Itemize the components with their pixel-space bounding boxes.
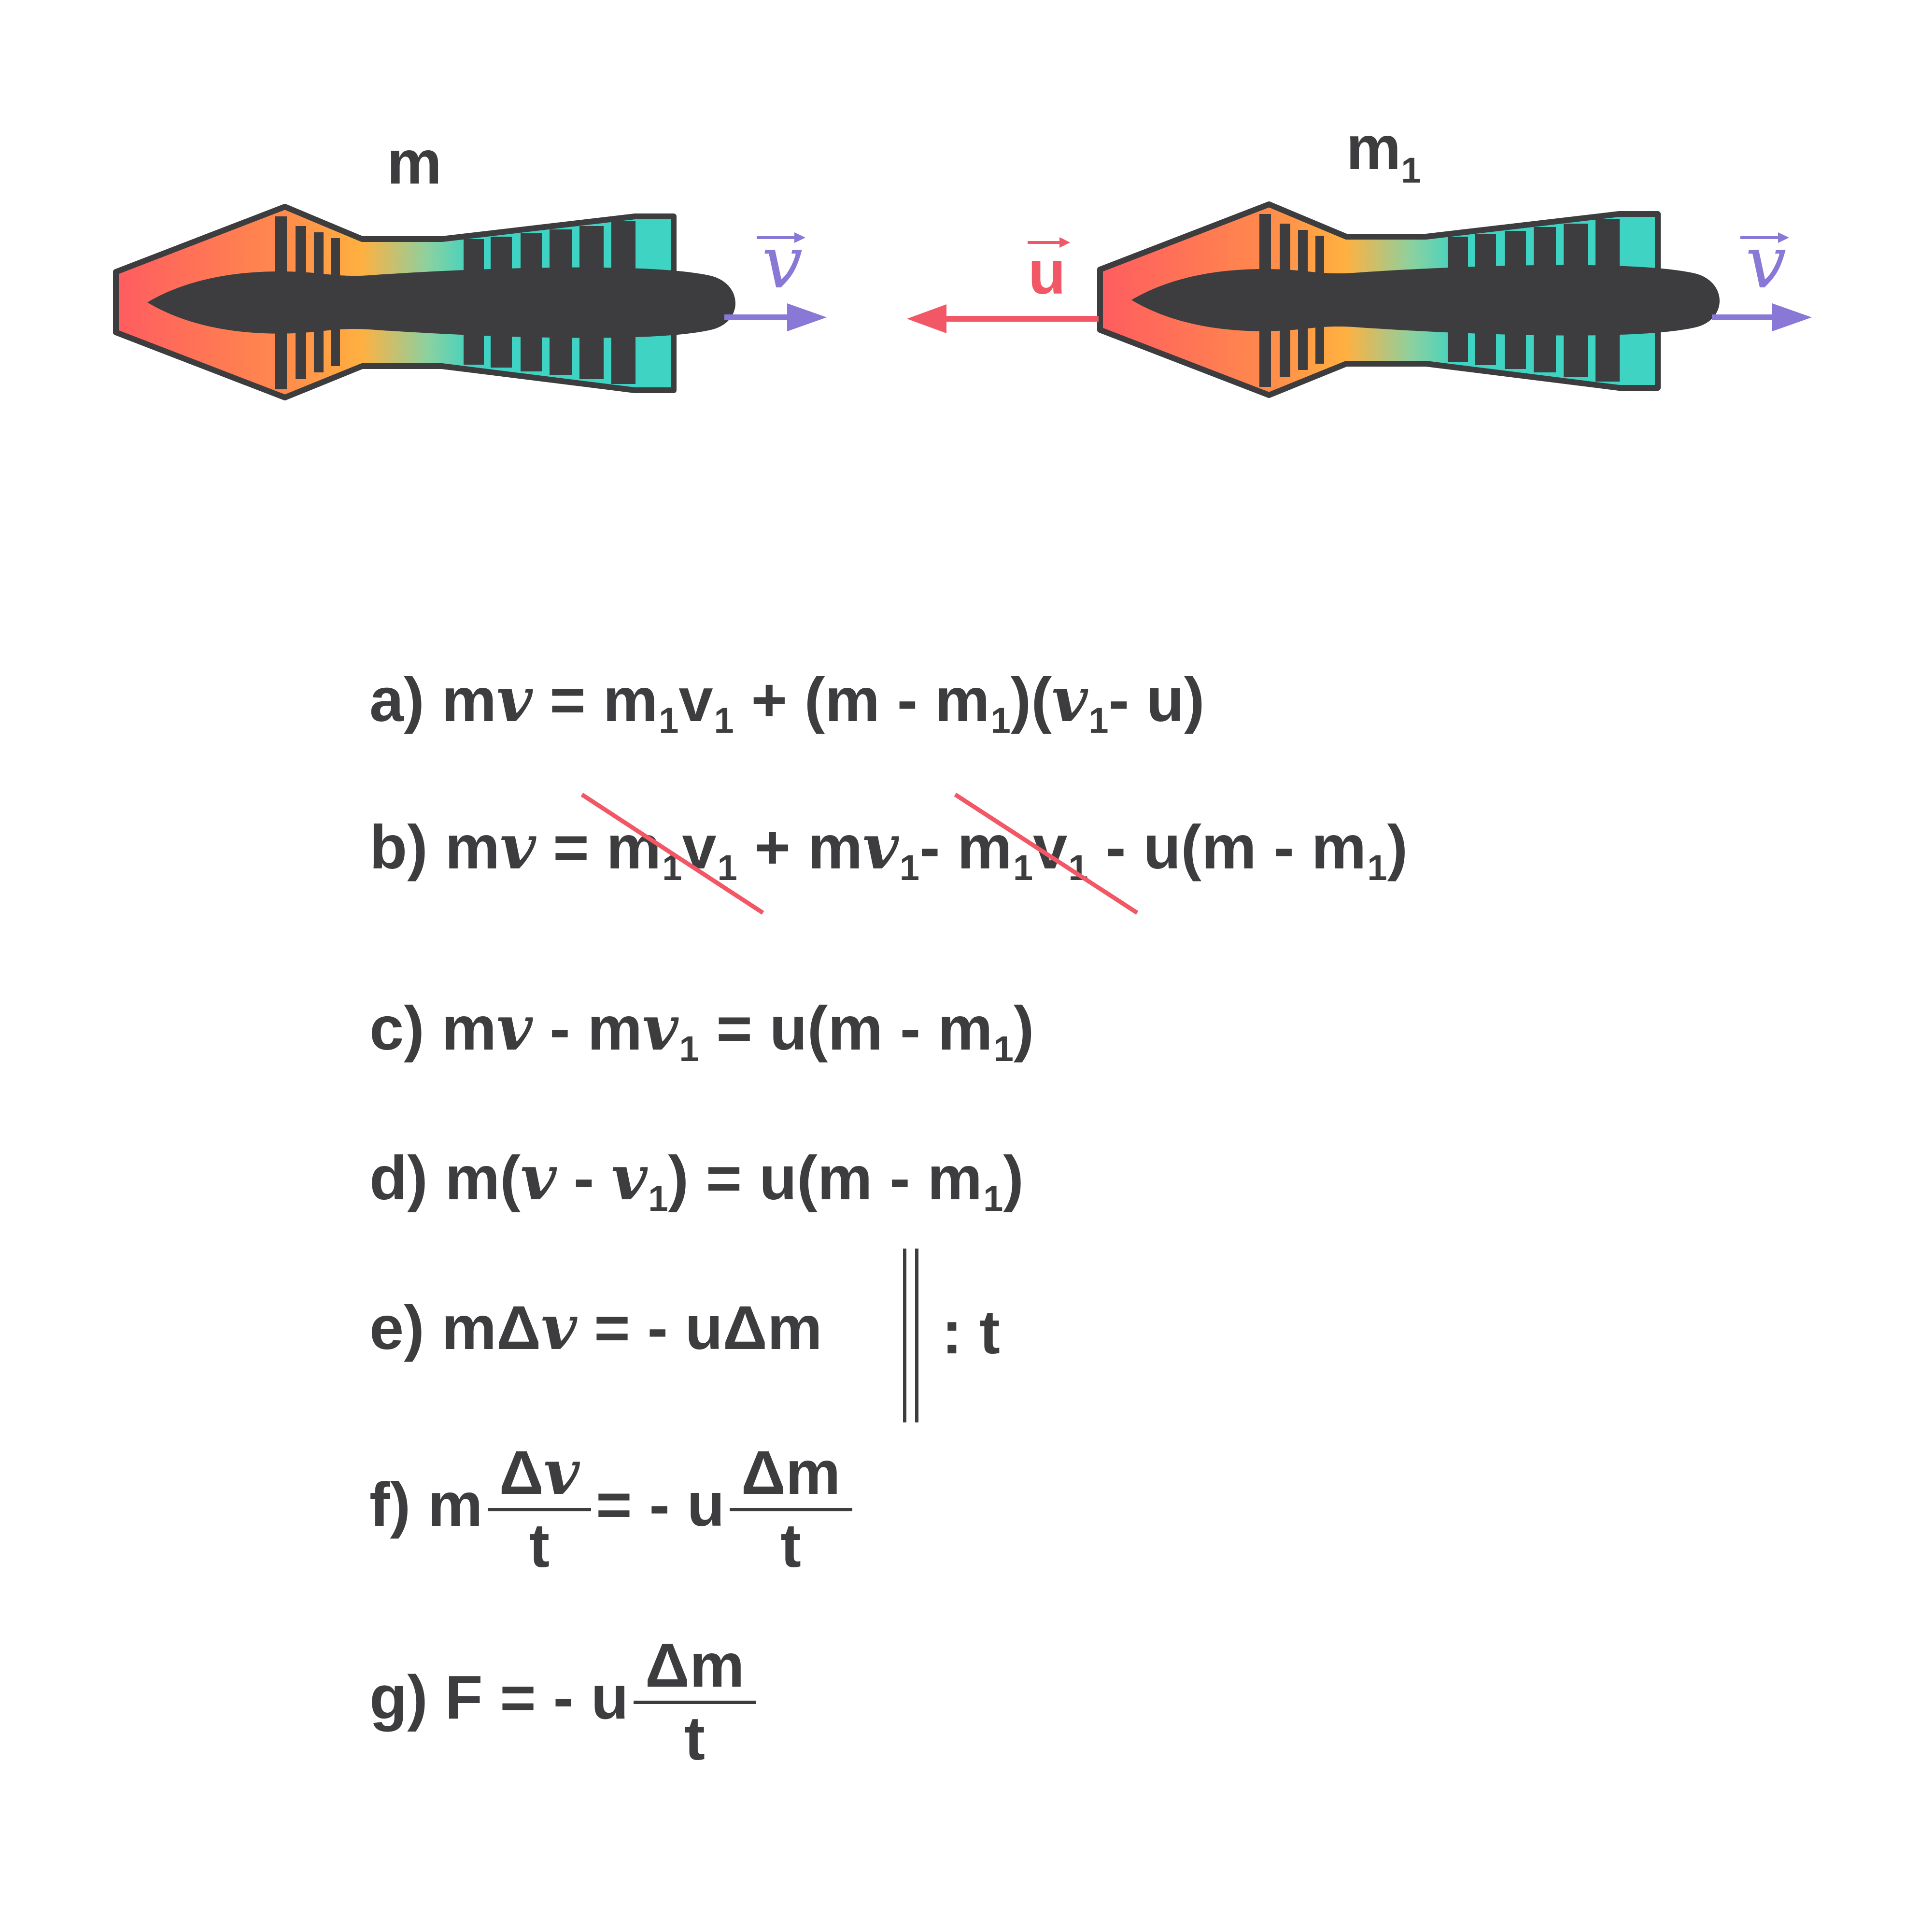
- equation-b-label: b): [369, 813, 428, 882]
- velocity-label-before: v: [757, 221, 805, 305]
- exhaust-arrow: [907, 304, 1099, 333]
- exhaust-velocity-label: u: [1028, 237, 1070, 307]
- engine-before-mass-label: m: [387, 128, 442, 197]
- equation-g-label: g): [369, 1663, 428, 1733]
- equation-a: a) mv = m1v1 + (m - m1)(v1- u): [369, 664, 1205, 740]
- velocity-label-after: v: [1740, 221, 1789, 305]
- engine-after: [1100, 204, 1720, 395]
- divide-both-sides-bar: [903, 1249, 918, 1422]
- engine-after-mass-sub: 1: [1401, 150, 1421, 190]
- velocity-arrow-before: [724, 303, 827, 331]
- equation-b: b) mv = m1v1 + mv1- m1v1 - u(m - m1): [369, 811, 1408, 888]
- engine-diagram: m m1 v u v: [0, 114, 1812, 531]
- velocity-arrow-after: [1712, 303, 1812, 331]
- equation-e: e) mΔv = - uΔm: [369, 1292, 822, 1364]
- engine-after-mass-label: m1: [1346, 114, 1421, 190]
- equation-c-label: c): [369, 994, 424, 1063]
- equation-e-label: e): [369, 1293, 424, 1363]
- equation-f-label: f): [369, 1470, 411, 1539]
- svg-text:v: v: [1746, 221, 1787, 305]
- divide-by-t-note: : t: [942, 1298, 1000, 1367]
- equation-d-label: d): [369, 1144, 428, 1213]
- engine-before: [116, 207, 735, 398]
- svg-text:v: v: [762, 221, 803, 305]
- engine-after-mass-base: m: [1346, 114, 1401, 183]
- equation-d: d) m(v - v1) = u(m - m1): [369, 1142, 1024, 1219]
- equation-a-label: a): [369, 666, 424, 735]
- equation-c: c) mv - mv1 = u(m - m1): [369, 992, 1034, 1069]
- svg-text:u: u: [1028, 238, 1066, 307]
